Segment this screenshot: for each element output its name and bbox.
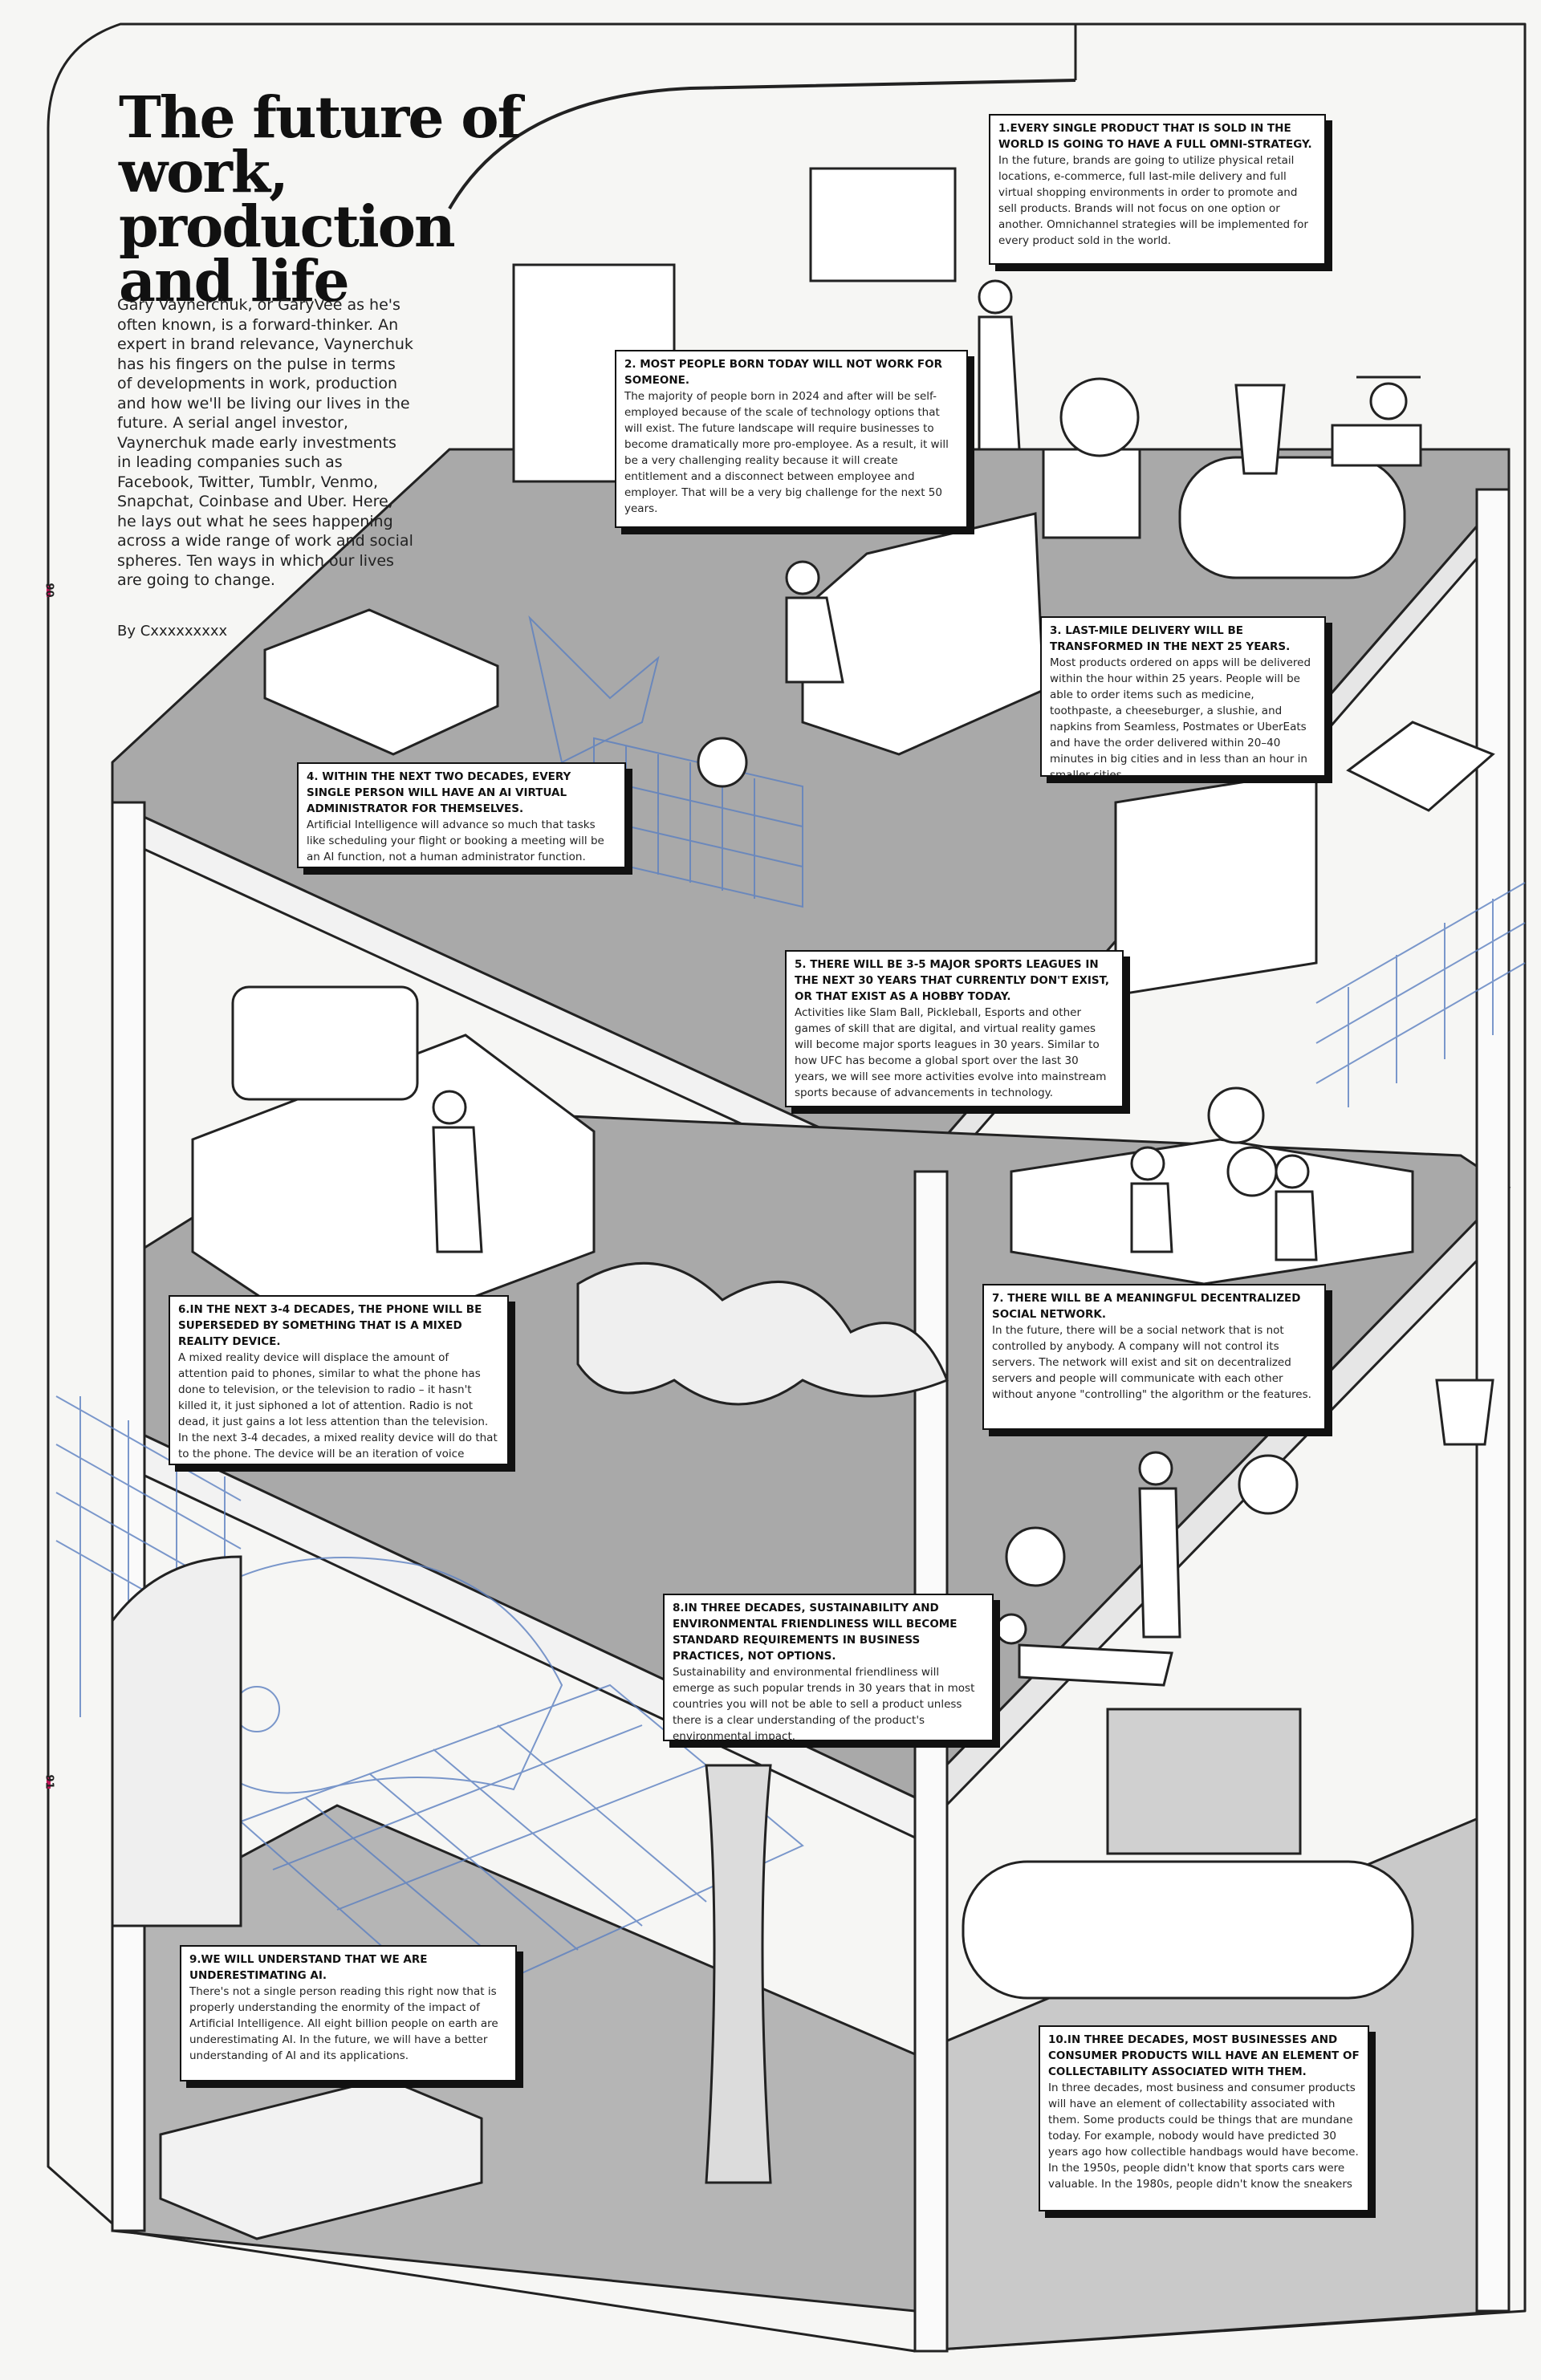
prediction-heading: 7. THERE WILL BE A MEANINGFUL DECENTRALI… — [992, 1292, 1301, 1321]
prediction-body: In three decades, most business and cons… — [1048, 2081, 1359, 2191]
prediction-heading: 5. THERE WILL BE 3-5 MAJOR SPORTS LEAGUE… — [795, 958, 1110, 1003]
prediction-body: Activities like Slam Ball, Pickleball, E… — [795, 1006, 1107, 1099]
bookshelf — [263, 608, 499, 756]
speech-bubble-c — [1005, 1526, 1066, 1587]
vr-platform — [191, 1034, 596, 1350]
display-cube — [1042, 448, 1141, 539]
figure-social-b — [1275, 1154, 1318, 1261]
speech-bubble-d — [1238, 1454, 1299, 1515]
figure-reclining — [995, 1613, 1173, 1687]
page-number-right: 91 — [43, 1774, 55, 1789]
page-number-left: 90 — [43, 583, 55, 598]
potted-plant — [1435, 1379, 1494, 1446]
robot-assistant — [697, 737, 748, 788]
prediction-heading: 10.IN THREE DECADES, MOST BUSINESSES AND… — [1048, 2033, 1360, 2078]
speech-bubble-b — [1226, 1146, 1278, 1197]
prediction-body: Artificial Intelligence will advance so … — [307, 818, 604, 863]
article-byline: By Cxxxxxxxxx — [117, 623, 228, 640]
prediction-body: In the future, there will be a social ne… — [992, 1324, 1311, 1401]
blue-maze-floor — [239, 1683, 804, 2008]
checker-tile-wall — [1106, 1708, 1302, 1855]
prediction-heading: 9.WE WILL UNDERSTAND THAT WE ARE UNDERES… — [189, 1953, 428, 1982]
page-marker-91 — [47, 1777, 51, 1789]
prediction-box-2: 2. MOST PEOPLE BORN TODAY WILL NOT WORK … — [615, 350, 968, 528]
prediction-box-3: 3. LAST-MILE DELIVERY WILL BE TRANSFORME… — [1040, 616, 1326, 777]
sports-room-wall — [1114, 769, 1318, 997]
prediction-body: Most products ordered on apps will be de… — [1050, 656, 1311, 777]
prediction-heading: 3. LAST-MILE DELIVERY WILL BE TRANSFORME… — [1050, 624, 1291, 653]
prediction-body: In the future, brands are going to utili… — [998, 154, 1308, 247]
speech-bubble-a — [1207, 1086, 1265, 1144]
prediction-heading: 2. MOST PEOPLE BORN TODAY WILL NOT WORK … — [624, 358, 942, 387]
page-marker-90 — [47, 586, 51, 597]
capsule-pod — [962, 1860, 1414, 2000]
article-intro: Gary Vaynerchuk, or GaryVee as he's ofte… — [117, 296, 413, 589]
prediction-body: Sustainability and environmental friendl… — [673, 1666, 975, 1741]
chat-sofa — [1010, 1138, 1414, 1285]
figure-standing-woman — [1138, 1451, 1181, 1639]
lounge-sofa — [1178, 456, 1406, 579]
prediction-box-1: 1.EVERY SINGLE PRODUCT THAT IS SOLD IN T… — [989, 114, 1326, 265]
roof-curve — [448, 79, 1076, 209]
prediction-box-10: 10.IN THREE DECADES, MOST BUSINESSES AND… — [1039, 2025, 1369, 2211]
prediction-box-4: 4. WITHIN THE NEXT TWO DECADES, EVERY SI… — [297, 762, 626, 868]
prediction-body: There's not a single person reading this… — [189, 1985, 498, 2062]
tree-trunk — [705, 1764, 772, 2184]
prediction-body: The majority of people born in 2024 and … — [624, 390, 949, 515]
robot-drone — [1331, 376, 1422, 467]
prediction-box-5: 5. THERE WILL BE 3-5 MAJOR SPORTS LEAGUE… — [785, 950, 1124, 1107]
prediction-heading: 1.EVERY SINGLE PRODUCT THAT IS SOLD IN T… — [998, 122, 1312, 151]
plant-vase — [1234, 384, 1286, 475]
tree-canopy — [576, 1261, 949, 1406]
hologram-display — [231, 985, 419, 1101]
blue-tile-grid-right — [1315, 882, 1526, 1107]
prediction-heading: 8.IN THREE DECADES, SUSTAINABILITY AND E… — [673, 1602, 958, 1663]
prediction-body: A mixed reality device will displace the… — [178, 1351, 498, 1460]
blue-hologram-grid — [593, 737, 803, 908]
prediction-heading: 4. WITHIN THE NEXT TWO DECADES, EVERY SI… — [307, 770, 571, 815]
figure-vr-user — [432, 1090, 483, 1253]
prediction-box-9: 9.WE WILL UNDERSTAND THAT WE ARE UNDERES… — [180, 1945, 517, 2081]
prediction-heading: 6.IN THE NEXT 3-4 DECADES, THE PHONE WIL… — [178, 1303, 482, 1348]
blue-airplane-sketch — [528, 615, 660, 764]
prediction-box-7: 7. THERE WILL BE A MEANINGFUL DECENTRALI… — [982, 1284, 1326, 1430]
figure-presenter — [978, 279, 1021, 451]
figure-desk-worker — [785, 560, 844, 684]
figure-social-a — [1130, 1146, 1173, 1253]
lower-arch-window — [111, 1555, 242, 1927]
lounge-chair — [1346, 721, 1495, 812]
prediction-box-6: 6.IN THE NEXT 3-4 DECADES, THE PHONE WIL… — [169, 1295, 509, 1465]
prediction-box-8: 8.IN THREE DECADES, SUSTAINABILITY AND E… — [663, 1594, 994, 1741]
article-title: The future of work, production and life — [119, 83, 522, 315]
wall-screen-right — [809, 167, 957, 282]
glass-dome — [1059, 377, 1140, 457]
building-outline — [47, 22, 1527, 2353]
